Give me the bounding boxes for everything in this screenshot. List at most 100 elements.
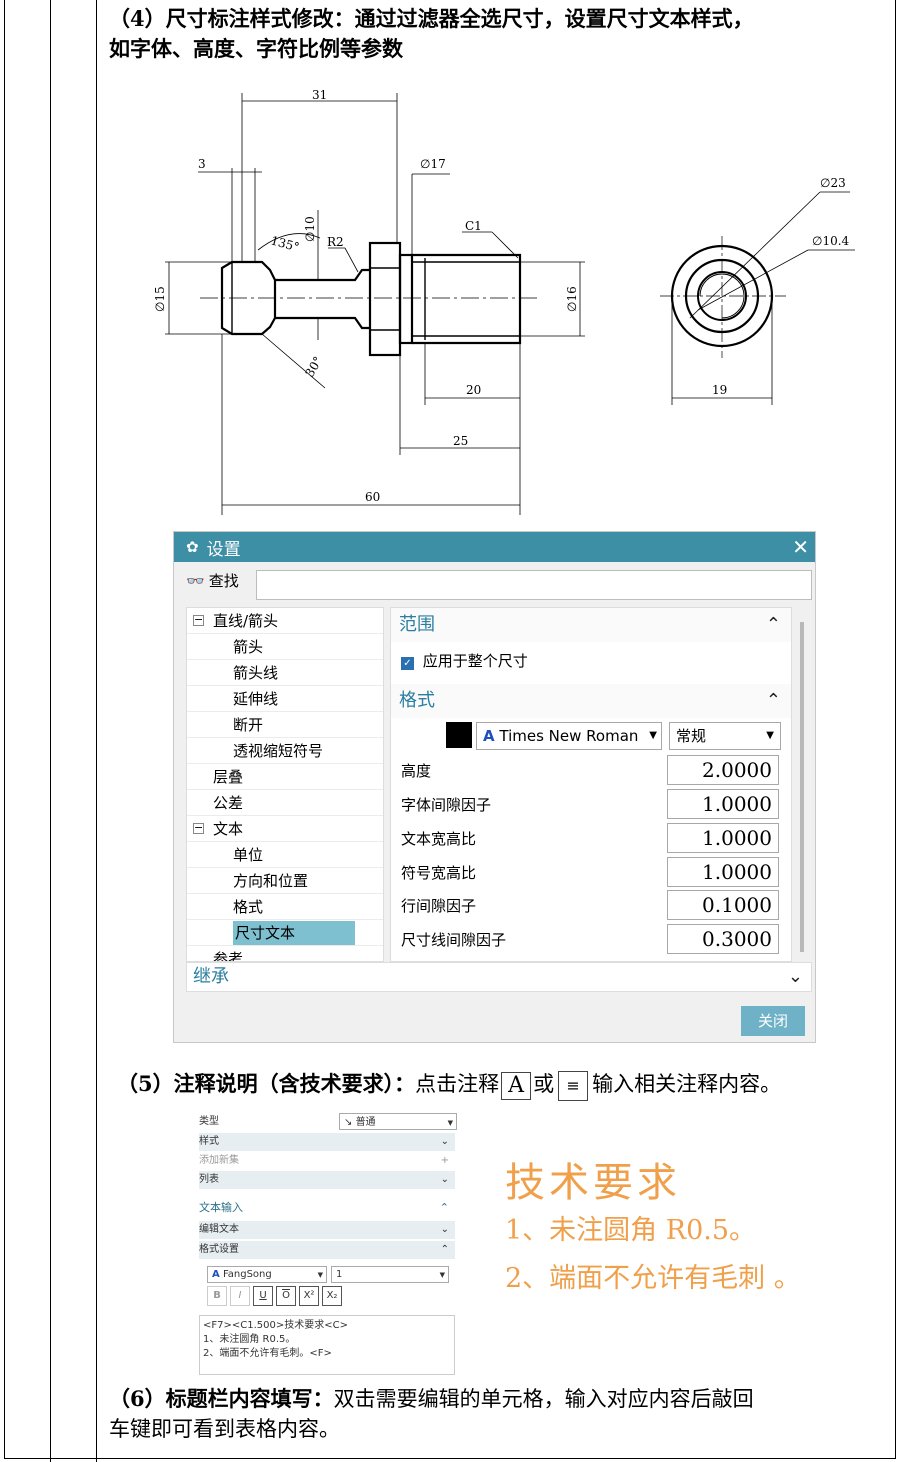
dim-60: 60 <box>365 490 380 504</box>
tree-item-lines-arrows[interactable]: −直线/箭头 <box>187 608 383 634</box>
dim-phi17: ∅17 <box>420 157 446 171</box>
dim-19: 19 <box>712 383 727 397</box>
scope-section-header[interactable]: 范围 ⌃ <box>391 608 791 642</box>
dim-line-spacing-input[interactable]: 0.3000 <box>667 924 779 954</box>
line-spacing-label: 行间隙因子 <box>401 897 477 915</box>
find-input[interactable] <box>256 570 812 600</box>
plus-icon[interactable]: + <box>440 1155 449 1166</box>
note-format-toolbar: B I U O X² X₂ <box>207 1286 342 1306</box>
table-col-line <box>50 0 51 1462</box>
dim-phi10: ∅10 <box>303 216 317 242</box>
collapse-icon[interactable]: − <box>193 613 204 626</box>
table-col-line <box>96 0 97 1462</box>
binoculars-icon: 👓 <box>186 571 205 590</box>
settings-tree: −直线/箭头 箭头 箭头线 延伸线 断开 透视缩短符号 层叠 公差 −文本 单位… <box>186 607 384 962</box>
tree-item-text[interactable]: −文本 <box>187 816 383 842</box>
note-edit-text-row[interactable]: 编辑文本⌄ <box>199 1221 455 1239</box>
format-section-header[interactable]: 格式 ⌃ <box>391 684 791 718</box>
text-aspect-label: 文本宽高比 <box>401 830 477 848</box>
dim-3: 3 <box>198 157 206 171</box>
settings-dialog: ✿ 设置 ✕ 👓 查找 −直线/箭头 箭头 箭头线 延伸线 断开 透视缩短符号 … <box>173 531 816 1043</box>
note-add-set-row[interactable]: 添加新集+ <box>199 1152 455 1170</box>
subscript-button[interactable]: X₂ <box>322 1286 342 1306</box>
text-block-icon: ≡ <box>558 1070 589 1101</box>
tree-item-arrow-line[interactable]: 箭头线 <box>187 660 383 686</box>
note-list-row[interactable]: 列表⌄ <box>199 1171 455 1189</box>
color-swatch[interactable] <box>446 722 472 748</box>
underline-button[interactable]: U <box>253 1286 273 1306</box>
tree-item-foreshorten[interactable]: 透视缩短符号 <box>187 738 383 764</box>
panel-scrollbar[interactable] <box>800 622 804 952</box>
tree-item-units[interactable]: 单位 <box>187 842 383 868</box>
section6-text: （6）标题栏内容填写：双击需要编辑的单元格，输入对应内容后敲回 车键即可看到表格… <box>109 1386 754 1441</box>
dim-20: 20 <box>466 383 481 397</box>
superscript-button[interactable]: X² <box>299 1286 319 1306</box>
tree-item-extension-line[interactable]: 延伸线 <box>187 686 383 712</box>
tree-item-arrow[interactable]: 箭头 <box>187 634 383 660</box>
text-aspect-input[interactable]: 1.0000 <box>667 823 779 853</box>
tree-item-break[interactable]: 断开 <box>187 712 383 738</box>
dim-30deg: 30° <box>302 354 325 379</box>
chevron-up-icon[interactable]: ⌃ <box>765 690 781 711</box>
dim-c1: C1 <box>465 219 482 233</box>
char-spacing-input[interactable]: 1.0000 <box>667 789 779 819</box>
font-select[interactable]: A Times New Roman ▼ <box>476 722 662 750</box>
italic-button[interactable]: I <box>230 1286 250 1306</box>
note-type-select[interactable]: ↘ 普通▼ <box>339 1113 457 1130</box>
tree-item-orientation[interactable]: 方向和位置 <box>187 868 383 894</box>
char-spacing-label: 字体间隙因子 <box>401 796 492 814</box>
apply-all-checkbox[interactable]: ✓ 应用于整个尺寸 <box>401 650 528 671</box>
find-row: 👓 查找 <box>186 570 239 591</box>
dialog-titlebar: ✿ 设置 ✕ <box>174 532 815 562</box>
tree-item-dimension-text[interactable]: 尺寸文本 <box>187 920 383 946</box>
close-button[interactable]: 关闭 <box>741 1006 805 1036</box>
symbol-aspect-label: 符号宽高比 <box>401 864 477 882</box>
find-label: 查找 <box>208 572 239 590</box>
tech-req-title: 技术要求 <box>505 1160 681 1206</box>
note-text-input-header[interactable]: 文本输入⌃ <box>199 1199 455 1217</box>
chevron-down-icon[interactable]: ⌄ <box>440 1174 449 1185</box>
overline-button[interactable]: O <box>276 1286 296 1306</box>
height-input[interactable]: 2.0000 <box>667 755 779 785</box>
note-icon: A <box>501 1071 532 1100</box>
dim-phi23: ∅23 <box>820 176 846 190</box>
checkbox-icon[interactable]: ✓ <box>401 657 414 670</box>
gear-icon: ✿ <box>186 538 199 556</box>
line-spacing-input[interactable]: 0.1000 <box>667 890 779 920</box>
chevron-down-icon[interactable]: ⌄ <box>787 966 803 987</box>
tree-item-reference[interactable]: 参考 <box>187 946 383 961</box>
dim-25: 25 <box>453 434 468 448</box>
settings-panel: 范围 ⌃ ✓ 应用于整个尺寸 格式 ⌃ A Times New Roman ▼ … <box>390 607 792 962</box>
dim-r2: R2 <box>327 235 344 249</box>
note-style-row[interactable]: 样式⌄ <box>199 1133 455 1151</box>
chevron-up-icon[interactable]: ⌃ <box>439 1201 449 1214</box>
dim-phi15: ∅15 <box>153 286 167 312</box>
close-icon[interactable]: ✕ <box>792 535 809 559</box>
symbol-aspect-input[interactable]: 1.0000 <box>667 857 779 887</box>
dialog-title: 设置 <box>206 539 241 560</box>
chevron-up-icon[interactable]: ⌃ <box>765 614 781 635</box>
height-label: 高度 <box>401 762 432 780</box>
style-select[interactable]: 常规 ▼ <box>669 722 781 750</box>
table-bottom-line <box>4 1458 896 1459</box>
collapse-icon[interactable]: − <box>193 821 204 834</box>
note-text-area[interactable]: <F7><C1.500>技术要求<C> 1、未注圆角 R0.5。 2、端面不允许… <box>199 1315 455 1375</box>
tech-req-line2: 2、端面不允许有毛刺 。 <box>505 1263 801 1294</box>
note-size-select[interactable]: 1▼ <box>331 1266 449 1283</box>
chevron-down-icon[interactable]: ⌄ <box>440 1224 449 1235</box>
note-type-row: 类型 ↘ 普通▼ <box>199 1113 457 1131</box>
chevron-down-icon[interactable]: ⌄ <box>440 1136 449 1147</box>
note-panel: 类型 ↘ 普通▼ 样式⌄ 添加新集+ 列表⌄ 文本输入⌃ 编辑文本⌄ 格式设置⌃… <box>193 1107 463 1375</box>
inherit-section-header[interactable]: 继承 ⌄ <box>186 962 812 992</box>
note-format-row[interactable]: 格式设置⌃ <box>199 1241 455 1259</box>
tree-item-tolerance[interactable]: 公差 <box>187 790 383 816</box>
tree-item-format[interactable]: 格式 <box>187 894 383 920</box>
chevron-up-icon[interactable]: ⌃ <box>440 1244 449 1255</box>
section4-text: （4）尺寸标注样式修改：通过过滤器全选尺寸，设置尺寸文本样式， 如字体、高度、字… <box>109 6 754 61</box>
part-drawing: 31 3 ∅17 ∅10 135° R2 C1 ∅15 ∅16 30° 20 2… <box>153 88 855 515</box>
note-font-select[interactable]: A FangSong▼ <box>207 1266 327 1283</box>
bold-button[interactable]: B <box>207 1286 227 1306</box>
tree-item-stack[interactable]: 层叠 <box>187 764 383 790</box>
dim-135deg: 135° <box>269 233 301 254</box>
dim-31: 31 <box>312 88 327 102</box>
